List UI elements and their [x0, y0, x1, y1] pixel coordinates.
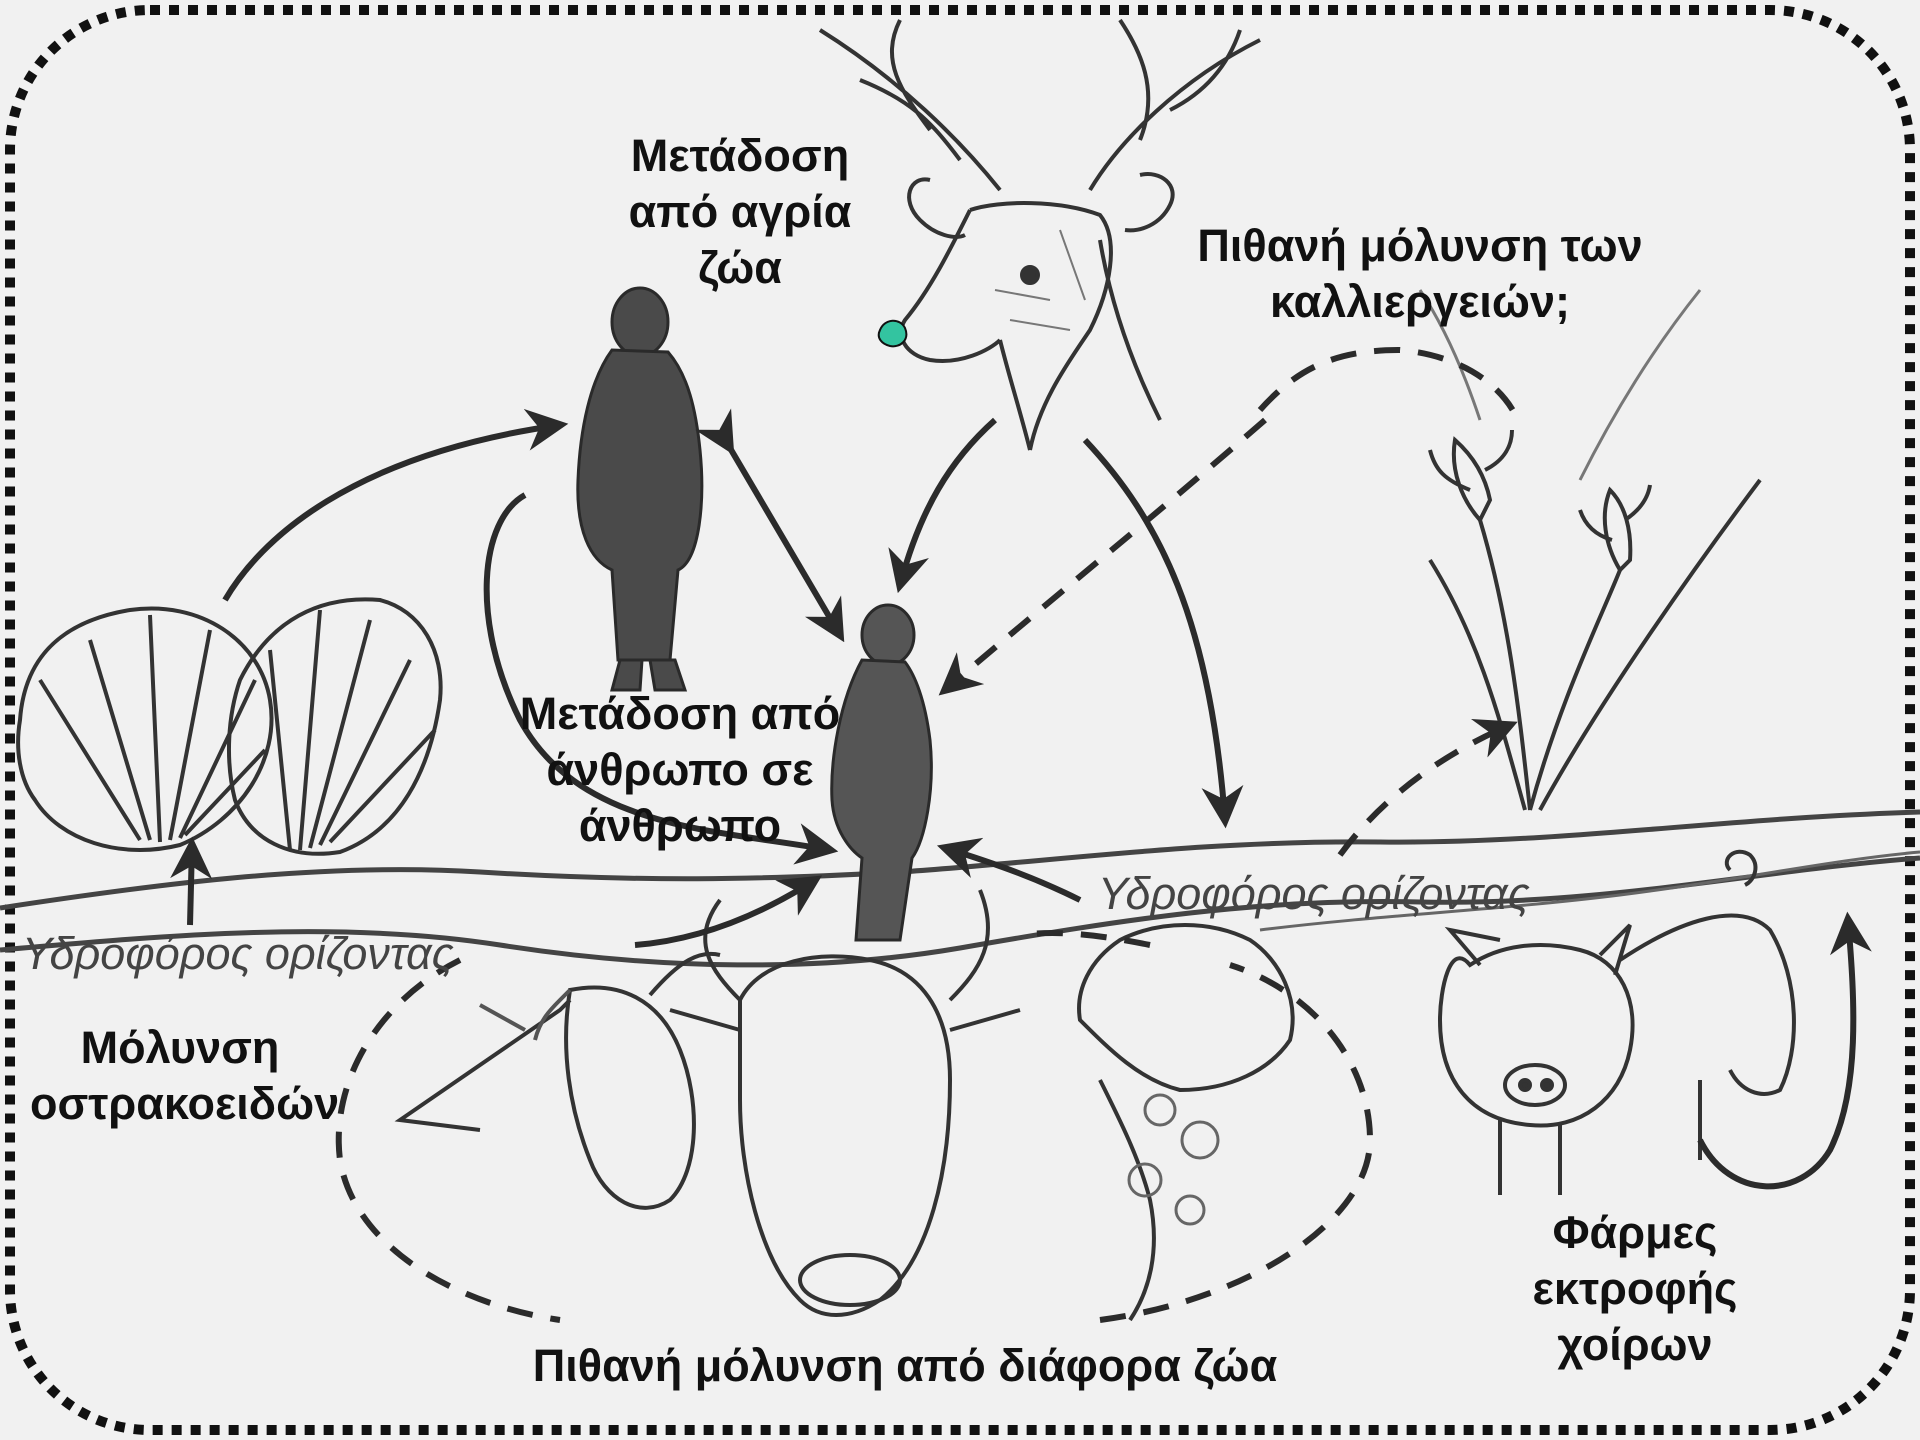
dashed-circle-animals: [339, 933, 1370, 1320]
arrow-aquifer-right-to-person: [945, 848, 1080, 900]
arrow-deer-to-person: [900, 420, 995, 585]
arrow-deer-to-aquifer: [1085, 440, 1225, 820]
arrow-aquifer-to-shellfish: [190, 845, 192, 925]
label-aquifer-left: Υδροφόρος ορίζοντας: [22, 928, 454, 980]
label-wild-animal-transmission: Μετάδοση από αγρία ζώα: [600, 128, 880, 296]
label-aquifer-right: Υδροφόρος ορίζοντας: [1098, 868, 1530, 920]
farm-animals-drawing: [400, 890, 1293, 1320]
label-pig-farms: Φάρμες εκτροφής χοίρων: [1505, 1205, 1765, 1373]
arrow-pig-to-aquifer: [1700, 920, 1853, 1186]
label-crop-contamination: Πιθανή μόλυνση των καλλιεργειών;: [1160, 218, 1680, 330]
shells-drawing: [18, 599, 441, 853]
dashed-arrow-aquifer-to-crops: [1340, 725, 1510, 855]
dashed-arc-crops: [1260, 350, 1520, 425]
green-marker: [879, 321, 907, 347]
arrow-person-to-person: [730, 448, 840, 635]
arrow-aquifer-left-to-person: [635, 880, 815, 945]
label-shellfish-contamination: Μόλυνση οστρακοειδών: [30, 1020, 330, 1132]
label-animal-contamination: Πιθανή μόλυνση από διάφορα ζώα: [500, 1338, 1310, 1394]
label-human-to-human: Μετάδοση από άνθρωπο σε άνθρωπο: [500, 686, 860, 854]
person-standing-drawing: [578, 288, 702, 690]
